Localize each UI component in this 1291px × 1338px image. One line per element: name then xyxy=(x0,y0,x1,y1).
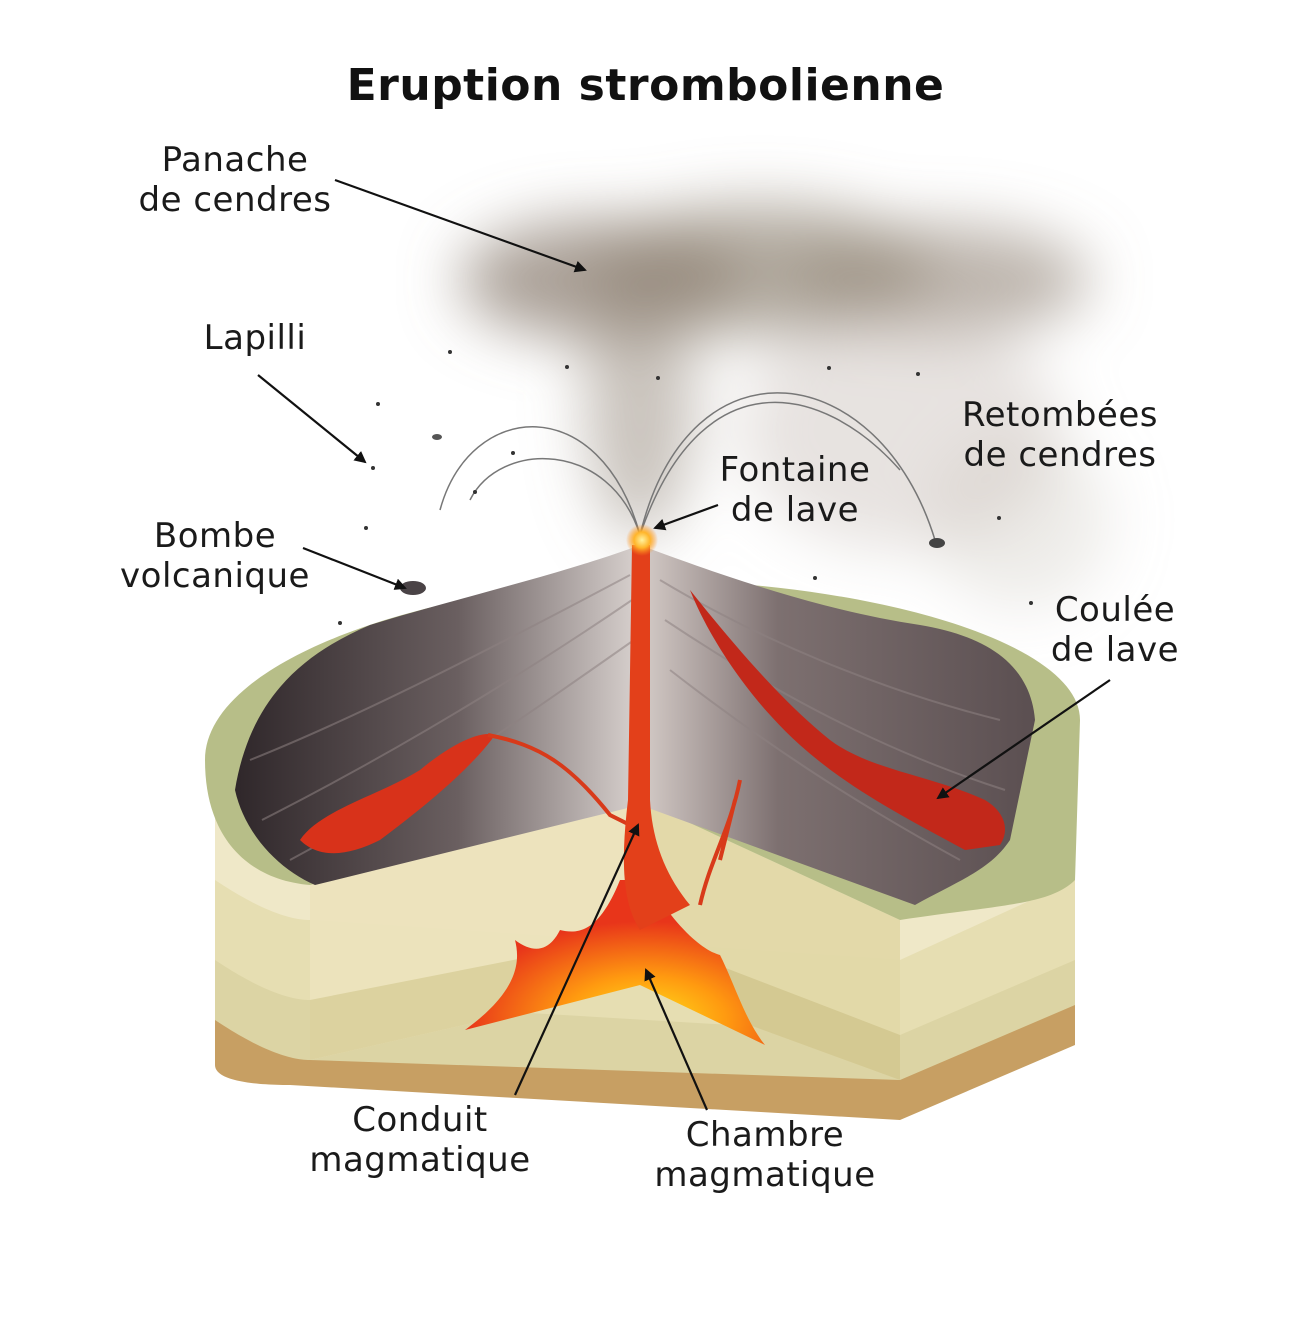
label-coulee: Coulée de lave xyxy=(1050,590,1180,671)
lava-cracks xyxy=(487,733,742,906)
ash-plume xyxy=(460,205,1110,610)
lapilli-particles xyxy=(338,350,1033,625)
label-chambre: Chambre magmatique xyxy=(654,1115,876,1196)
lava-flow-left xyxy=(300,734,495,854)
magma-chamber xyxy=(465,880,765,1045)
label-fontaine: Fontaine de lave xyxy=(719,450,871,531)
label-lapilli: Lapilli xyxy=(203,318,307,358)
diagram-title: Eruption strombolienne xyxy=(346,60,945,111)
label-conduit: Conduit magmatique xyxy=(309,1100,531,1181)
label-arrows xyxy=(257,178,1111,1111)
magma-conduit xyxy=(623,545,690,930)
lava-flow-right xyxy=(690,590,1005,850)
vent-glow xyxy=(626,524,658,556)
ejecta-trajectories xyxy=(439,392,936,541)
label-bombe: Bombe volcanique xyxy=(120,516,310,597)
label-panache: Panache de cendres xyxy=(138,140,332,221)
label-retombees: Retombées de cendres xyxy=(962,395,1158,476)
